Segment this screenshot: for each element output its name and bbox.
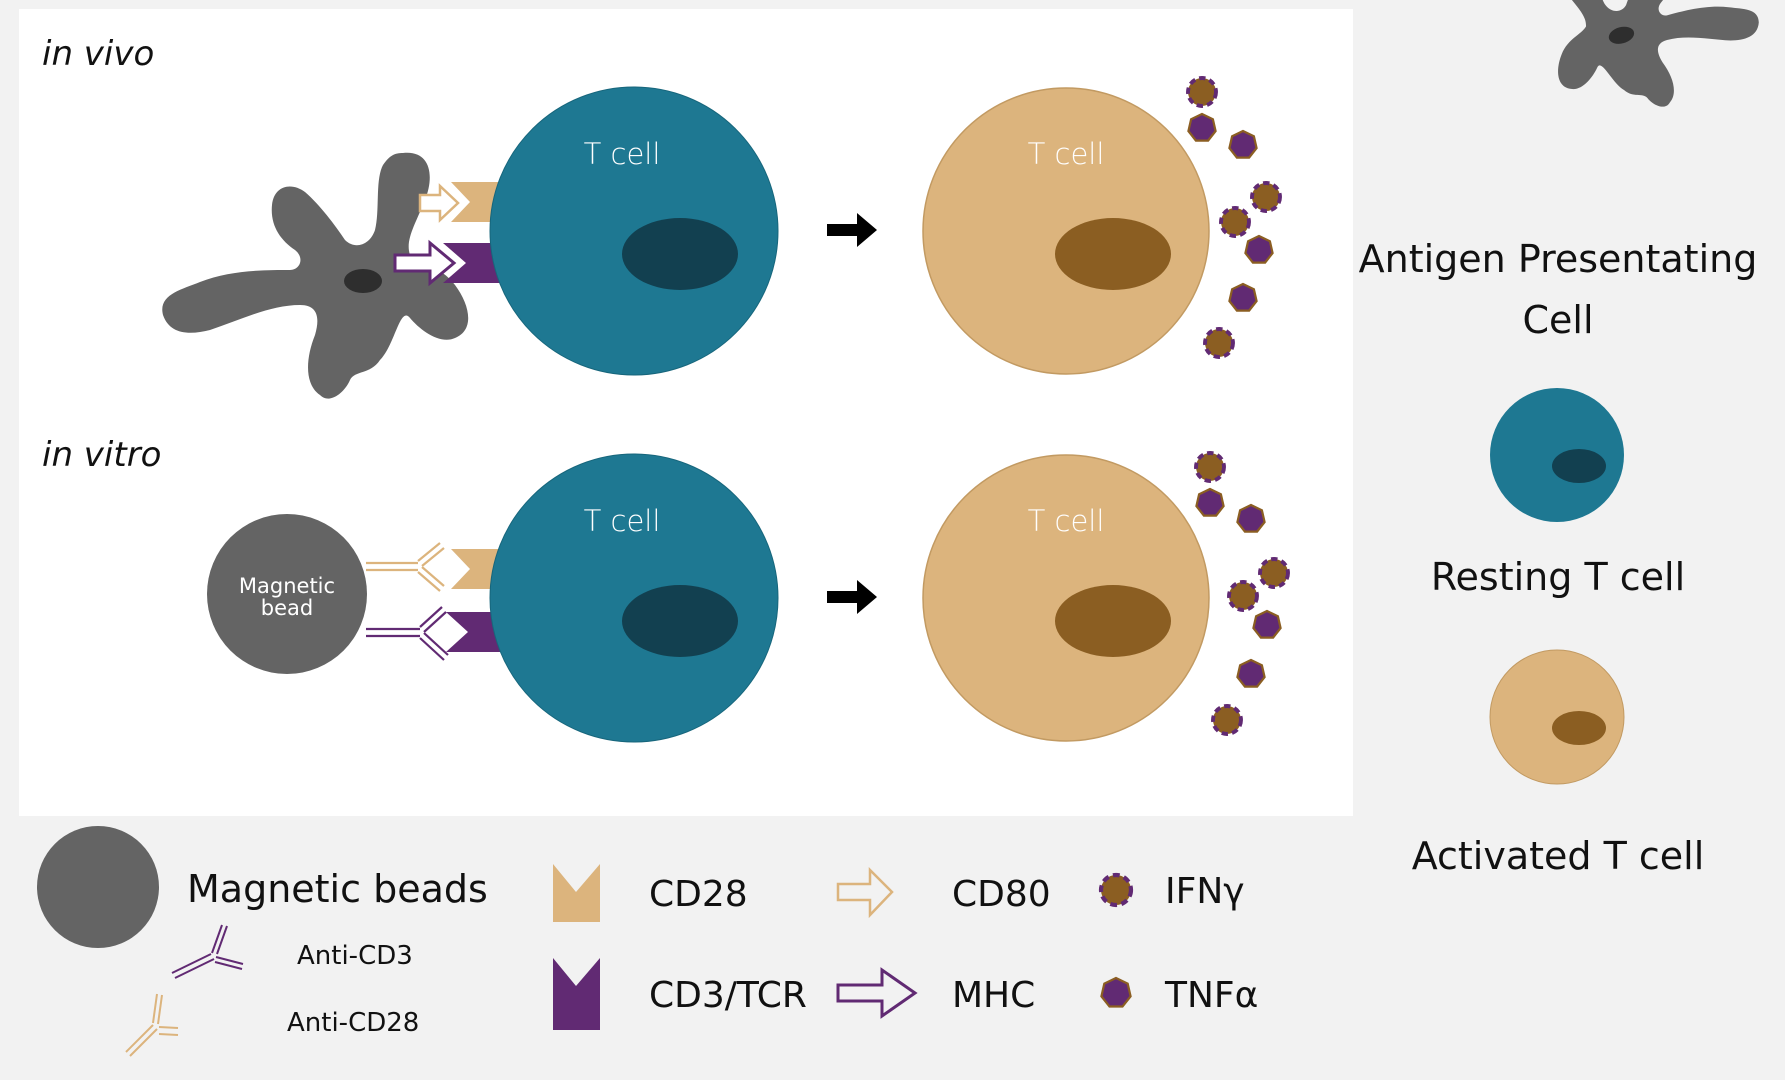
resting-t-cell-in-vitro: T cell (489, 453, 779, 743)
cd28-receptor-icon (451, 549, 500, 589)
t-cell-label: T cell (1028, 504, 1105, 538)
cd3-tcr-receptor-icon (446, 612, 500, 652)
ifn-gamma-icon (1194, 451, 1226, 483)
legend-ifn-gamma-icon (1098, 872, 1134, 908)
activation-arrow-icon (827, 213, 877, 247)
legend-apc-icon (1529, 0, 1774, 132)
activated-t-cell-in-vivo: T cell (922, 87, 1210, 375)
legend-activated-t-cell-icon (1489, 649, 1625, 785)
cytokines-in-vivo (1186, 76, 1282, 359)
legend-apc-label-line1: Antigen Presentating (1359, 237, 1758, 281)
anti-cd28-antibody-icon (366, 542, 445, 592)
legend-cd28-label: CD28 (649, 874, 748, 915)
cytokines-in-vitro (1194, 451, 1290, 736)
tnf-alpha-icon (1252, 609, 1282, 639)
t-cell-nucleus (1055, 218, 1171, 290)
cd28-receptor-icon (451, 182, 500, 222)
legend-activated-label: Activated T cell (1412, 834, 1705, 878)
in-vivo-label: in vivo (42, 34, 154, 74)
ifn-gamma-icon (1186, 76, 1218, 108)
legend-anti-cd28-label: Anti-CD28 (287, 1008, 419, 1038)
legend-resting-label: Resting T cell (1431, 555, 1685, 599)
tnf-alpha-icon (1228, 129, 1258, 159)
tnf-alpha-icon (1244, 234, 1274, 264)
legend-mhc-label: MHC (952, 975, 1035, 1016)
in-vitro-label: in vitro (42, 435, 161, 475)
anti-cd3-antibody-icon (366, 606, 449, 661)
ifn-gamma-icon (1098, 872, 1134, 908)
tnf-alpha-icon (1236, 503, 1266, 533)
legend-resting-t-cell-icon (1490, 388, 1624, 522)
cd3-tcr-receptor-icon (443, 243, 500, 283)
magnetic-bead: Magnetic bead (207, 514, 367, 674)
t-cell-label: T cell (584, 504, 661, 538)
ifn-gamma-icon (1227, 580, 1259, 612)
ifn-gamma-icon (1258, 557, 1290, 589)
legend-magnetic-beads-label: Magnetic beads (187, 867, 488, 911)
ifn-gamma-icon (1250, 181, 1282, 213)
tnf-alpha-icon (1236, 658, 1266, 688)
tnf-alpha-icon (1187, 112, 1217, 142)
legend-cd28-icon (553, 864, 600, 922)
t-cell-label: T cell (584, 137, 661, 171)
tnf-alpha-icon (1100, 976, 1132, 1008)
antigen-presenting-cell (162, 152, 469, 399)
t-cell-nucleus (622, 585, 738, 657)
apc-nucleus (344, 269, 382, 293)
legend-cd80-label: CD80 (952, 874, 1051, 915)
cd80-arrow-icon (418, 183, 460, 223)
ifn-gamma-icon (1203, 327, 1235, 359)
mhc-arrow-icon (393, 239, 457, 287)
resting-t-cell-in-vivo: T cell (489, 86, 779, 376)
legend-cd3-tcr-icon (553, 958, 600, 1030)
bead-label-line1: Magnetic (239, 574, 335, 598)
legend-cd3-tcr-label: CD3/TCR (649, 975, 807, 1016)
activation-arrow-icon (827, 580, 877, 614)
ifn-gamma-icon (1211, 704, 1243, 736)
legend-anti-cd3-icon (171, 924, 244, 979)
legend-anti-cd28-icon (125, 993, 179, 1057)
legend-apc-label-line2: Cell (1522, 298, 1593, 342)
legend-tnf-alpha-icon (1100, 976, 1132, 1008)
t-cell-label: T cell (1028, 137, 1105, 171)
tnf-alpha-icon (1228, 282, 1258, 312)
t-cell-nucleus (1055, 585, 1171, 657)
legend-tnf-alpha-label: TNFα (1164, 975, 1258, 1016)
legend-magnetic-bead-icon (37, 826, 159, 948)
legend-cd80-icon (836, 866, 894, 919)
activated-t-cell-in-vitro: T cell (922, 454, 1210, 742)
legend-mhc-icon (836, 967, 918, 1019)
legend-anti-cd3-label: Anti-CD3 (297, 941, 413, 971)
t-cell-nucleus (622, 218, 738, 290)
bead-label-line2: bead (261, 596, 313, 620)
ifn-gamma-icon (1219, 206, 1251, 238)
tnf-alpha-icon (1195, 487, 1225, 517)
legend-ifn-gamma-label: IFNγ (1165, 871, 1245, 912)
